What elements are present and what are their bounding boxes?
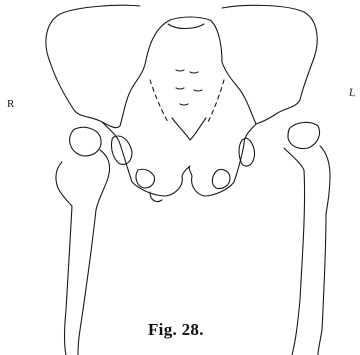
- left-obturator-inner: [212, 169, 230, 188]
- left-greater-trochanter: [320, 146, 330, 214]
- sacrum-dashed-left: [150, 80, 168, 122]
- sacral-foramina: [176, 70, 202, 105]
- right-iliac-inner-rim: [120, 60, 146, 126]
- pubic-symphysis: [182, 166, 192, 176]
- sacrum-tip: [172, 118, 206, 140]
- left-iliac-wing: [222, 5, 317, 124]
- left-femoral-shaft: [292, 170, 326, 355]
- left-side-marker: L: [348, 88, 356, 100]
- figure-caption: Fig. 28.: [148, 321, 204, 338]
- pelvis-bones: [46, 5, 317, 201]
- right-acetabulum: [102, 122, 182, 196]
- left-iliac-inner-rim: [222, 62, 256, 124]
- right-obturator-inner: [136, 169, 155, 188]
- right-femoral-shaft: [65, 206, 97, 355]
- left-obturator-foramen: [239, 138, 255, 166]
- right-femoral-head: [70, 127, 101, 156]
- left-femoral-head: [288, 122, 320, 148]
- sacrum-dashed-right: [208, 80, 224, 122]
- left-femoral-neck: [284, 148, 304, 170]
- right-greater-trochanter: [96, 150, 110, 210]
- right-femoral-neck: [56, 162, 72, 206]
- sacral-promontory: [146, 17, 222, 62]
- right-side-marker: R: [7, 99, 14, 110]
- left-acetabulum: [192, 124, 256, 196]
- right-iliac-wing: [46, 5, 140, 127]
- sacral-ala: [168, 24, 204, 29]
